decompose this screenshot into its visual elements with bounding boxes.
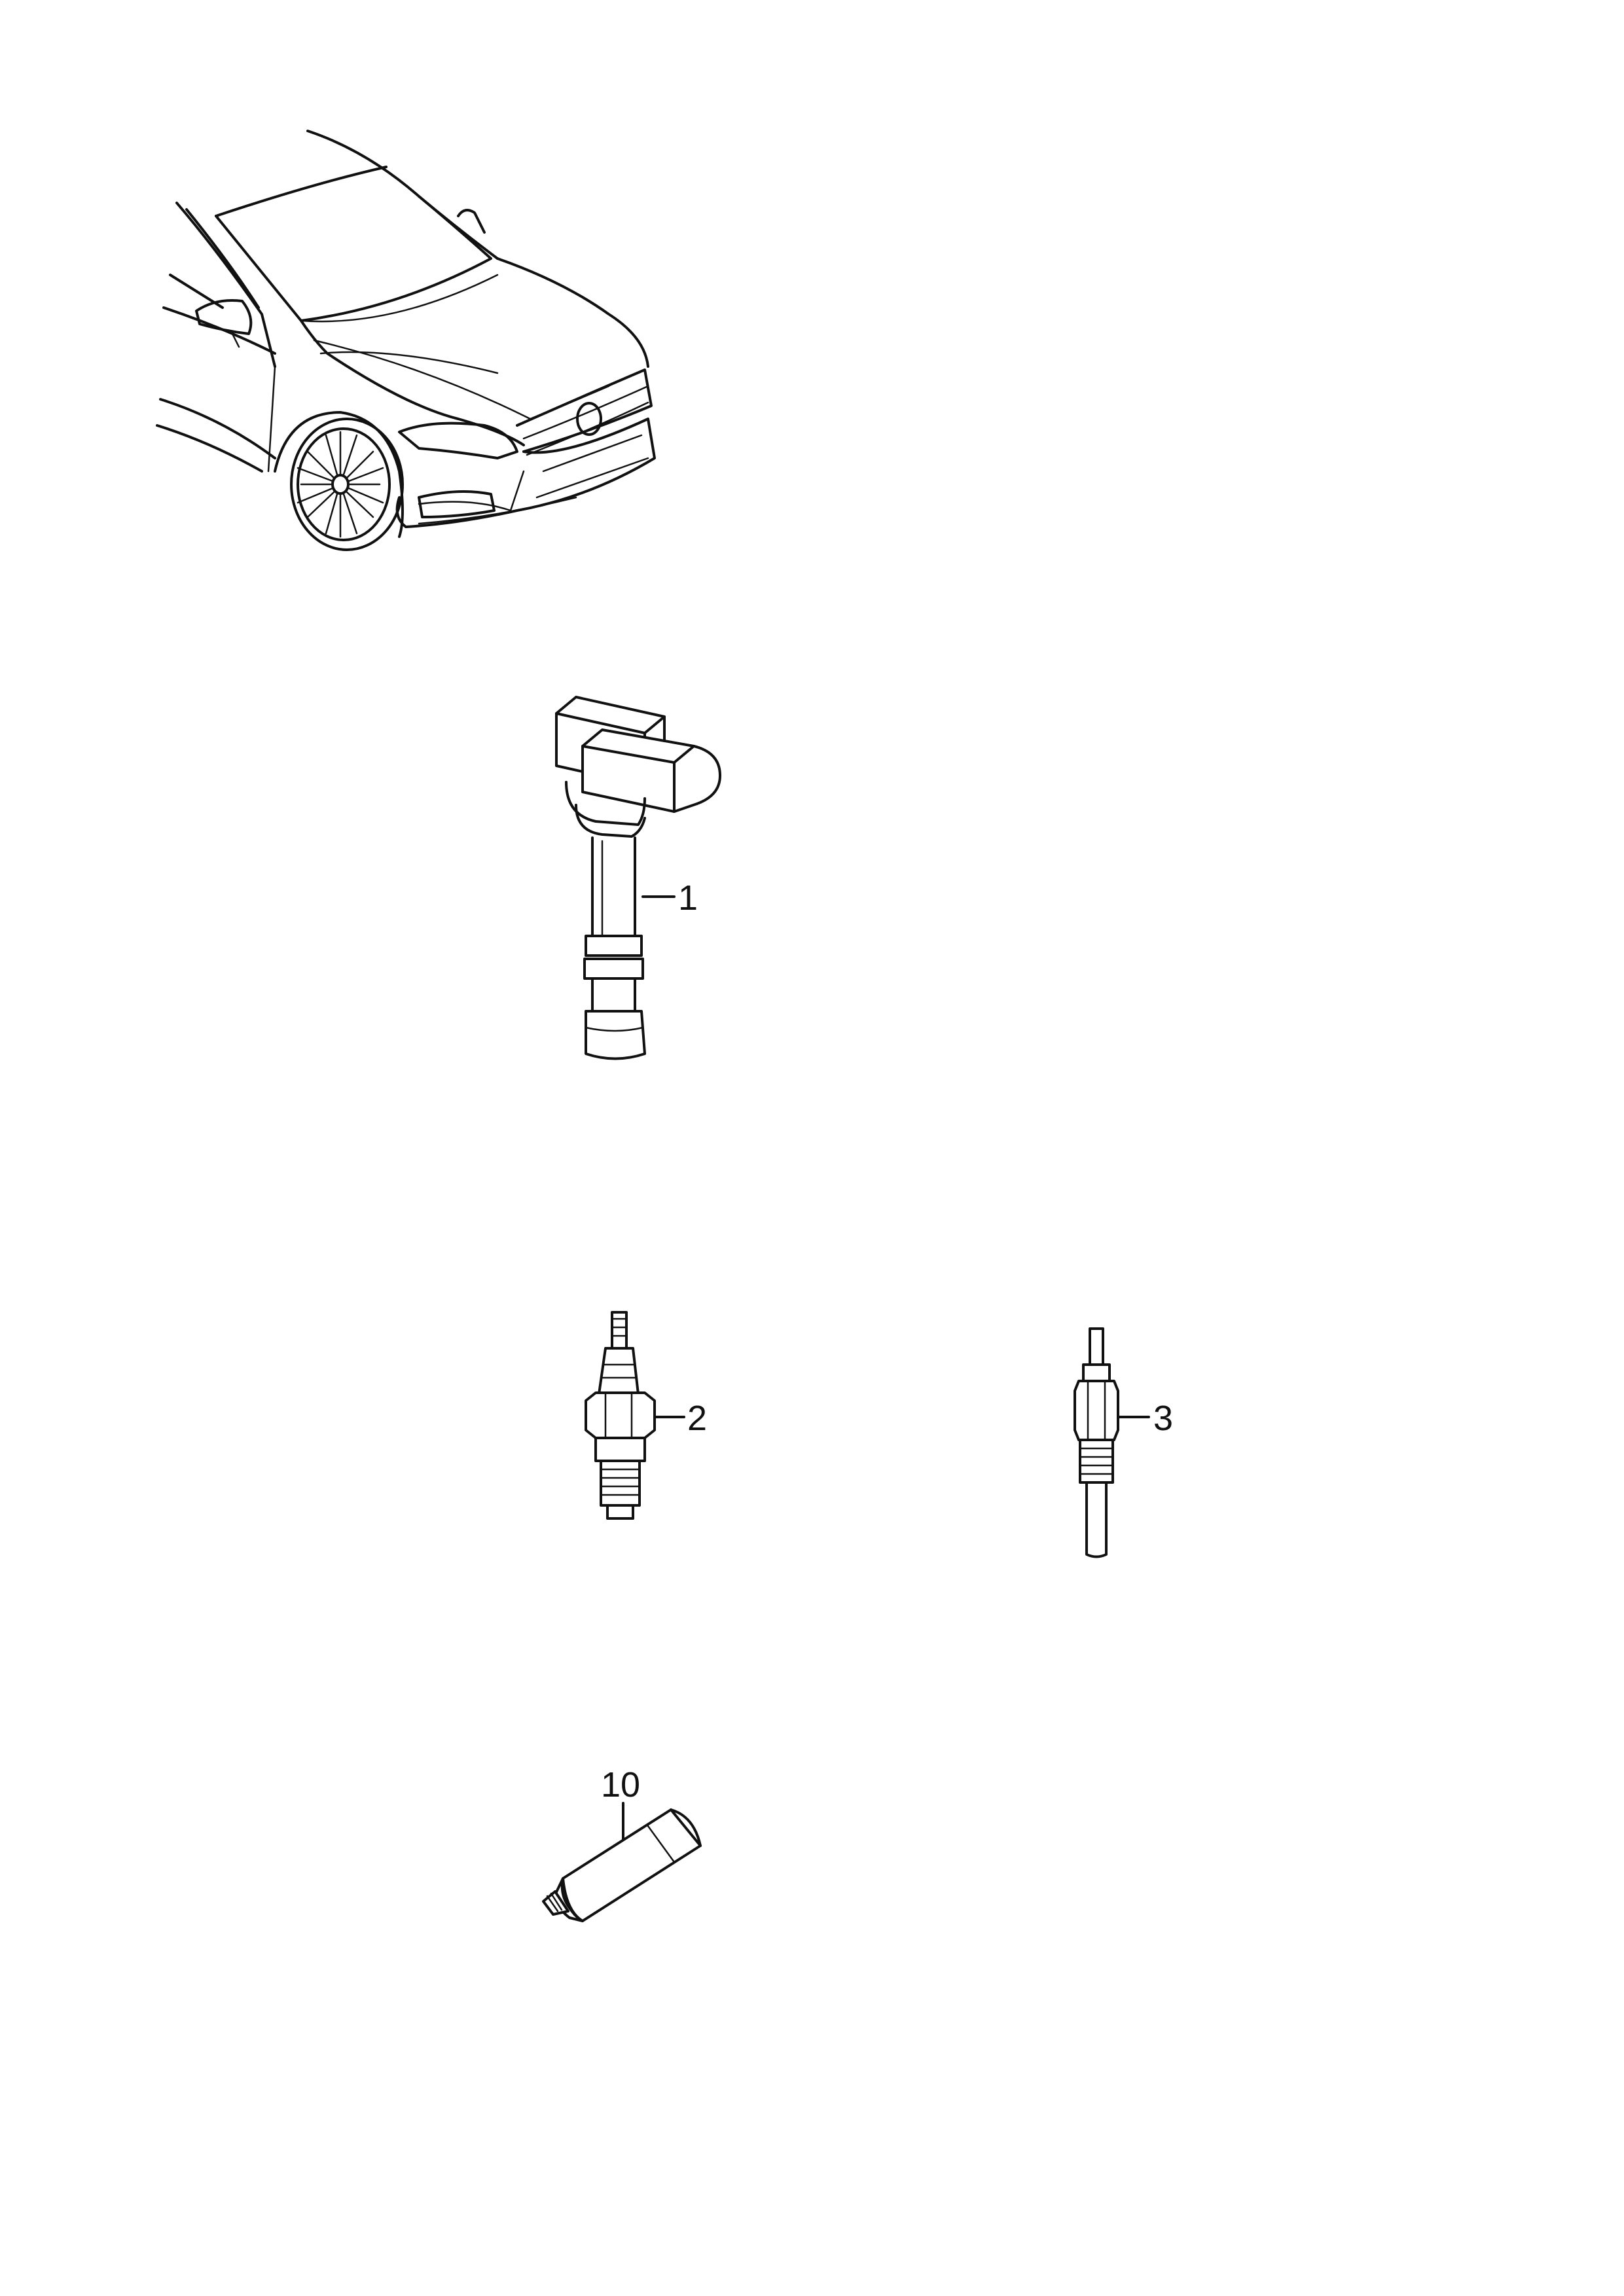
spark-plug-icon <box>585 1311 656 1520</box>
callout-1: 1 <box>678 878 698 918</box>
grease-tube[interactable]: 10 <box>542 1765 702 1922</box>
callout-3: 3 <box>1153 1399 1173 1438</box>
glow-plug-icon <box>1074 1327 1119 1558</box>
callout-10: 10 <box>601 1765 640 1804</box>
grease-tube-icon <box>542 1808 702 1922</box>
ignition-coil[interactable]: 1 <box>555 696 721 1060</box>
callout-2: 2 <box>687 1399 707 1438</box>
spark-plug[interactable]: 2 <box>585 1311 707 1520</box>
car-front-view-icon <box>156 130 656 551</box>
ignition-coil-icon <box>555 696 721 1060</box>
glow-plug[interactable]: 3 <box>1074 1327 1173 1558</box>
